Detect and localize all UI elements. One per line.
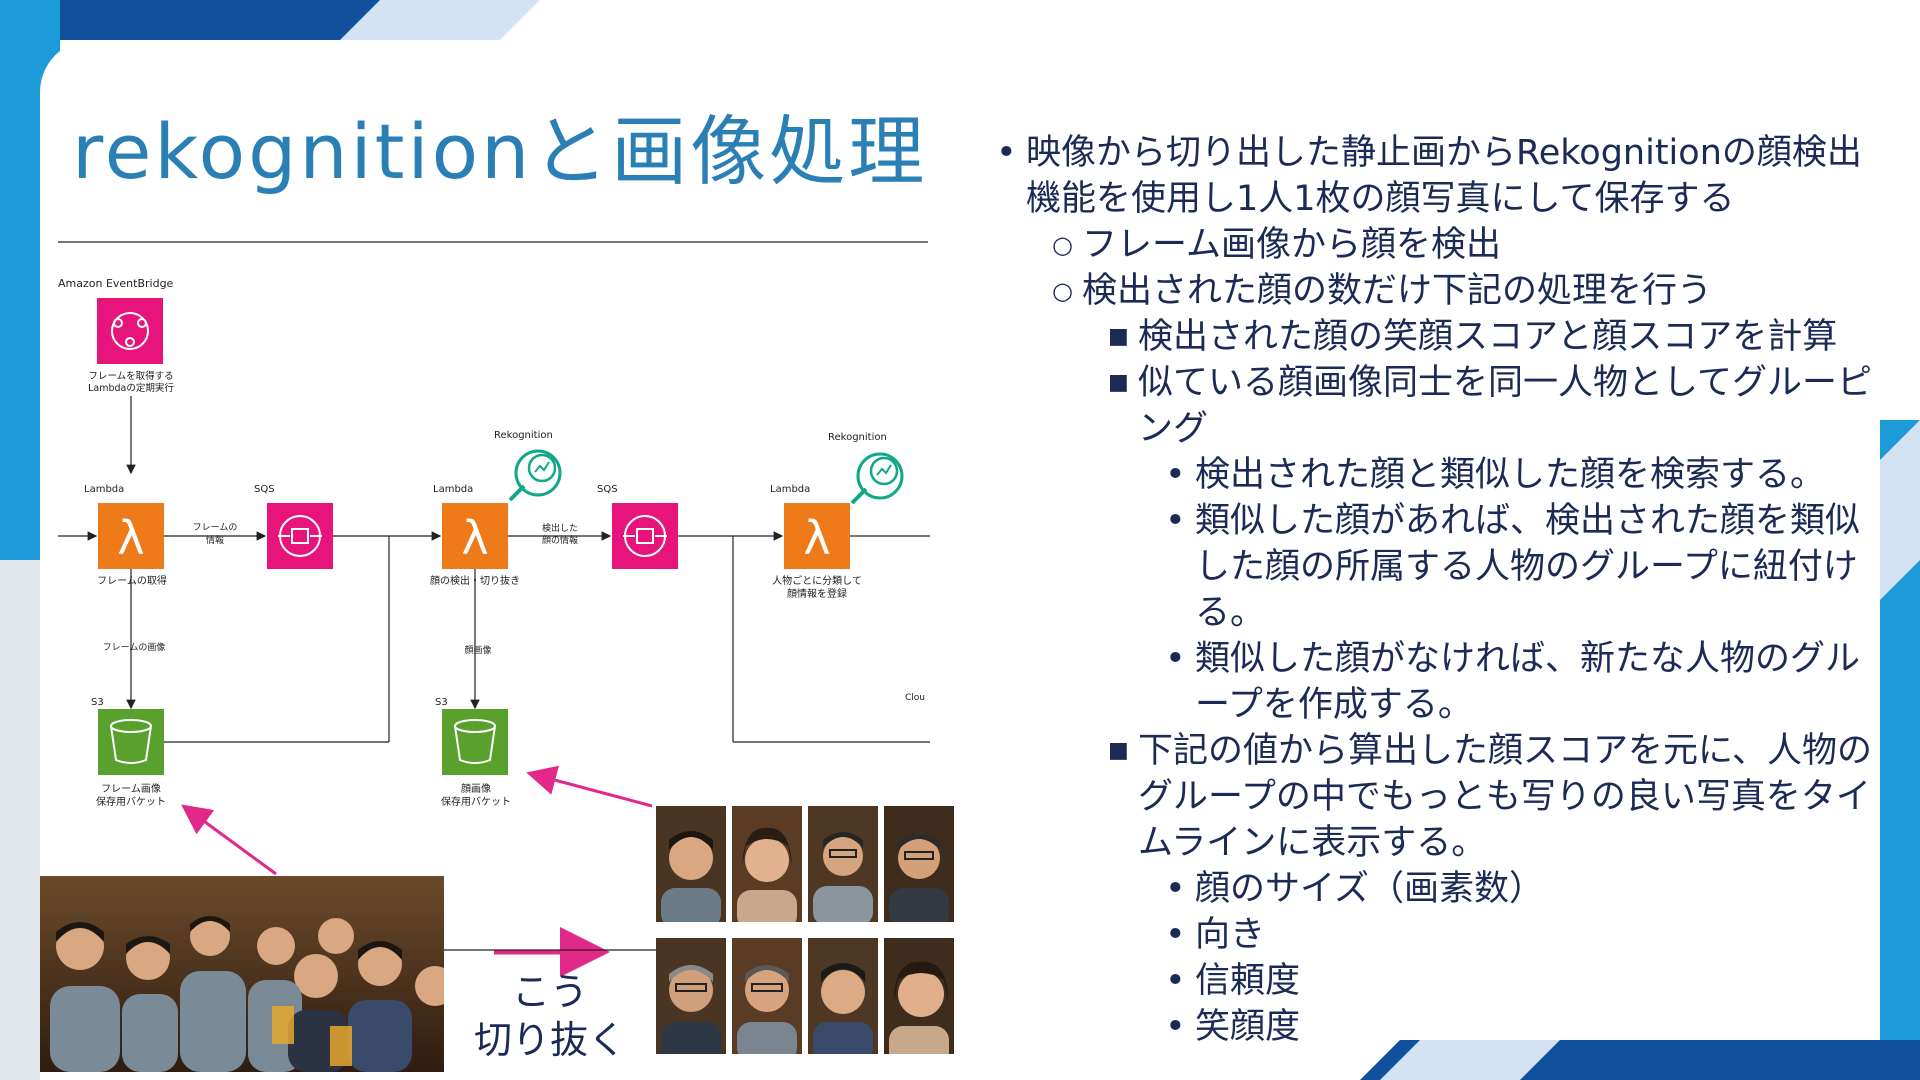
face-thumbnail [732,806,802,922]
lambda-icon: λ [98,503,164,569]
bullet-text: 映像から切り出した静止画からRekognitionの顔検出機能を使用し1人1枚の… [1026,133,1862,219]
bullet-item: ○ フレーム画像から顔を検出 [990,222,1890,268]
rekognition-icon [850,452,904,505]
cut-label-line-2: 切り抜く [473,1018,626,1062]
bullet-marker: ○ [1052,277,1073,305]
rekognition2-label: Rekognition [828,432,887,443]
face-thumbnail [808,806,878,922]
bullet-item: •向き [990,912,1890,958]
sqs1-label: SQS [254,484,275,495]
slide-card [40,40,1880,1040]
bullet-marker: • [1165,869,1186,909]
bullet-text: 笑顔度 [1195,1007,1301,1047]
bullet-marker: • [1165,639,1186,679]
lambda3-caption-1: 人物ごとに分類して [772,574,862,587]
s3-1-label: S3 [91,697,104,708]
bullet-item: •顔のサイズ（画素数） [990,866,1890,912]
lambda1-label: Lambda [84,484,124,495]
bullet-list: •映像から切り出した静止画からRekognitionの顔検出機能を使用し1人1枚… [990,130,1890,1050]
bullet-text: 向き [1195,915,1266,955]
s3-2-caption-1: 顔画像 [461,782,491,795]
lambda1-caption: フレームの取得 [97,575,167,587]
face-thumbnail [732,938,802,1054]
s3-2-caption-2: 保存用バケット [441,795,511,808]
lambda-icon: λ [442,503,508,569]
s3-bucket-icon [442,709,508,775]
sqs1-edge-label-1: フレームの [193,522,238,533]
cut-label: こう 切り抜く [470,968,630,1064]
bullet-item: •検出された顔と類似した顔を検索する。 [990,452,1890,498]
bullet-marker: ○ [1052,231,1073,259]
eventbridge-caption-2: Lambdaの定期実行 [88,382,174,394]
architecture-diagram: Amazon EventBridge フレームを取得する Lambdaの定期実行… [58,277,930,808]
s3-2-edge-label: 顔画像 [464,644,491,656]
rekognition1-label: Rekognition [494,430,553,441]
bullet-marker: • [1165,1007,1186,1047]
bullet-text: 類似した顔があれば、検出された顔を類似した顔の所属する人物のグループに紐付ける。 [1195,501,1861,633]
slide-title: rekognitionと画像処理 [72,107,928,196]
bullet-text: 検出された顔と類似した顔を検索する。 [1195,455,1826,495]
sqs-icon [612,503,678,569]
bullet-marker: • [996,133,1017,173]
face-thumbnail [884,806,954,922]
cut-label-line-1: こう [511,970,588,1014]
bullet-marker: • [1165,915,1186,955]
eventbridge-caption-1: フレームを取得する [88,370,173,382]
svg-text:λ: λ [461,511,488,565]
rekognition-icon [508,449,562,502]
group-photo [40,876,444,1072]
bullet-item: •類似した顔がなければ、新たな人物のグループを作成する。 [990,636,1890,728]
bullet-item: ■ 下記の値から算出した顔スコアを元に、人物のグループの中でもっとも写りの良い写真… [990,728,1890,866]
s3-1-edge-label: フレームの画像 [103,641,166,653]
bullet-text: 検出された顔の数だけ下記の処理を行う [1082,271,1713,311]
svg-text:λ: λ [117,511,144,565]
bullet-item: ○ 検出された顔の数だけ下記の処理を行う [990,268,1890,314]
bullet-item: •映像から切り出した静止画からRekognitionの顔検出機能を使用し1人1枚… [990,130,1890,222]
sqs2-edge-label-2: 顔の情報 [542,534,578,546]
bullet-text: 顔のサイズ（画素数） [1195,869,1544,909]
bullet-marker: ■ [1108,324,1129,349]
eventbridge-label: Amazon EventBridge [58,277,174,290]
sqs-icon [267,503,333,569]
s3-bucket-icon [98,709,164,775]
bullet-text: 似ている顔画像同士を同一人物としてグルーピング [1138,363,1872,449]
title-divider [58,241,928,243]
sqs1-edge-label-2: 情報 [206,534,224,546]
sqs2-edge-label-1: 検出した [542,522,578,534]
cloud-label: Clou [905,693,925,703]
bullet-text: 信頼度 [1195,961,1301,1001]
lambda2-label: Lambda [433,484,473,495]
face-thumbnail [808,938,878,1054]
bullet-marker: • [1165,455,1186,495]
s3-1-caption-2: 保存用バケット [96,795,166,808]
bullet-marker: ■ [1108,738,1129,763]
bullet-item: •信頼度 [990,958,1890,1004]
face-thumbnail [884,938,954,1054]
bullet-text: 検出された顔の笑顔スコアと顔スコアを計算 [1138,317,1838,357]
bullet-marker: • [1165,961,1186,1001]
svg-text:λ: λ [803,511,830,565]
lambda3-caption-2: 顔情報を登録 [787,587,847,600]
bullet-item: •笑顔度 [990,1004,1890,1050]
face-thumbnail [656,938,726,1054]
bullet-marker: • [1165,501,1186,541]
bullet-marker: ■ [1108,370,1129,395]
bullet-text: フレーム画像から顔を検出 [1082,225,1501,265]
face-thumbnail [656,806,726,922]
bullet-text: 類似した顔がなければ、新たな人物のグループを作成する。 [1195,639,1861,725]
bullet-item: ■ 検出された顔の笑顔スコアと顔スコアを計算 [990,314,1890,360]
lambda-icon: λ [784,503,850,569]
bullet-text: 下記の値から算出した顔スコアを元に、人物のグループの中でもっとも写りの良い写真を… [1138,731,1872,863]
sqs2-label: SQS [597,484,618,495]
lambda3-label: Lambda [770,484,810,495]
bullet-item: •類似した顔があれば、検出された顔を類似した顔の所属する人物のグループに紐付ける… [990,498,1890,636]
s3-2-label: S3 [435,697,448,708]
eventbridge-icon [97,298,163,364]
bullet-item: ■ 似ている顔画像同士を同一人物としてグルーピング [990,360,1890,452]
s3-1-caption-1: フレーム画像 [101,783,161,795]
